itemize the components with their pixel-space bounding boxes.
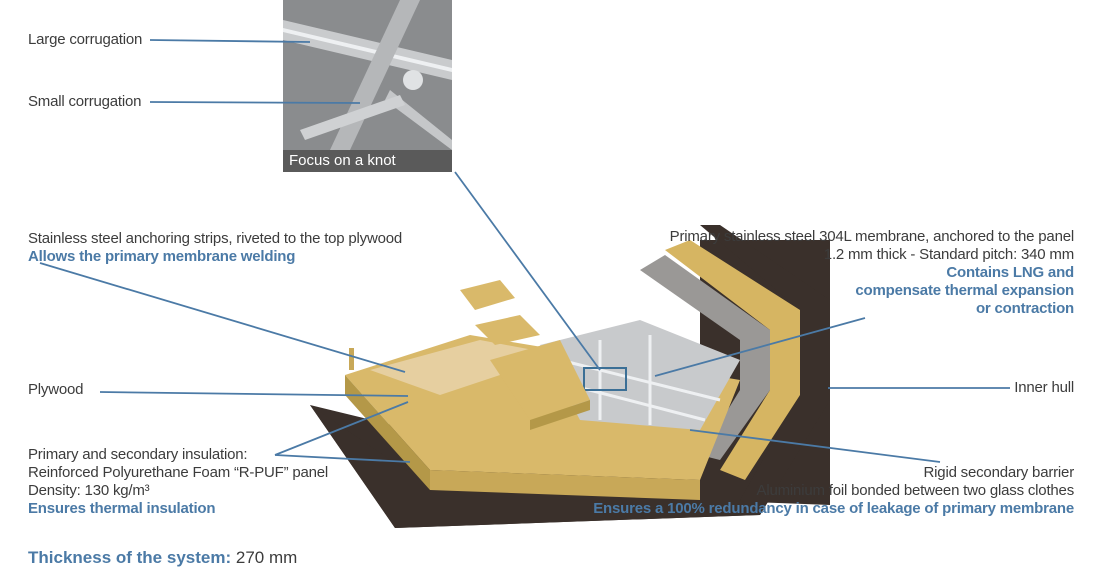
anchoring-role: Allows the primary membrane welding — [28, 248, 296, 265]
barrier-role: Ensures a 100% redundancy in case of lea… — [593, 500, 1074, 517]
anchoring-text: Stainless steel anchoring strips, rivete… — [28, 230, 403, 247]
inset-caption: Focus on a knot — [283, 150, 452, 172]
membrane-line1: Primary stainless steel 304L membrane, a… — [669, 228, 1075, 245]
membrane-role3: or contraction — [975, 300, 1074, 317]
label-insulation: Primary and secondary insulation: Reinfo… — [28, 446, 328, 518]
insulation-role: Ensures thermal insulation — [28, 500, 216, 517]
label-anchoring-strips: Stainless steel anchoring strips, rivete… — [28, 230, 402, 266]
thickness-label: Thickness of the system: — [28, 548, 232, 567]
insulation-line3: Density: 130 kg/m³ — [28, 482, 150, 499]
wall-insulation — [665, 240, 800, 480]
thickness-value: 270 mm — [235, 548, 298, 567]
label-secondary-barrier: Rigid secondary barrier Aluminium foil b… — [593, 464, 1074, 518]
label-primary-membrane: Primary stainless steel 304L membrane, a… — [669, 228, 1075, 318]
label-large-corrugation: Large corrugation — [28, 31, 143, 48]
label-small-corrugation: Small corrugation — [28, 93, 142, 110]
barrier-line2: Aluminium foil bonded between two glass … — [756, 482, 1075, 499]
insulation-line1: Primary and secondary insulation: — [28, 446, 248, 463]
membrane-role2: compensate thermal expansion — [855, 282, 1074, 299]
label-plywood: Plywood — [28, 381, 84, 398]
inner-hull-wall — [700, 225, 830, 515]
knot-photo — [283, 0, 452, 172]
membrane-line2: 1.2 mm thick - Standard pitch: 340 mm — [823, 246, 1074, 263]
membrane-role1: Contains LNG and — [946, 264, 1074, 281]
label-inner-hull: Inner hull — [1014, 379, 1074, 396]
system-thickness: Thickness of the system: 270 mm — [28, 548, 297, 568]
insulation-line2: Reinforced Polyurethane Foam “R-PUF” pan… — [28, 464, 329, 481]
insulation-block — [490, 340, 590, 420]
barrier-line1: Rigid secondary barrier — [923, 464, 1075, 481]
leader-lines — [39, 39, 1010, 463]
